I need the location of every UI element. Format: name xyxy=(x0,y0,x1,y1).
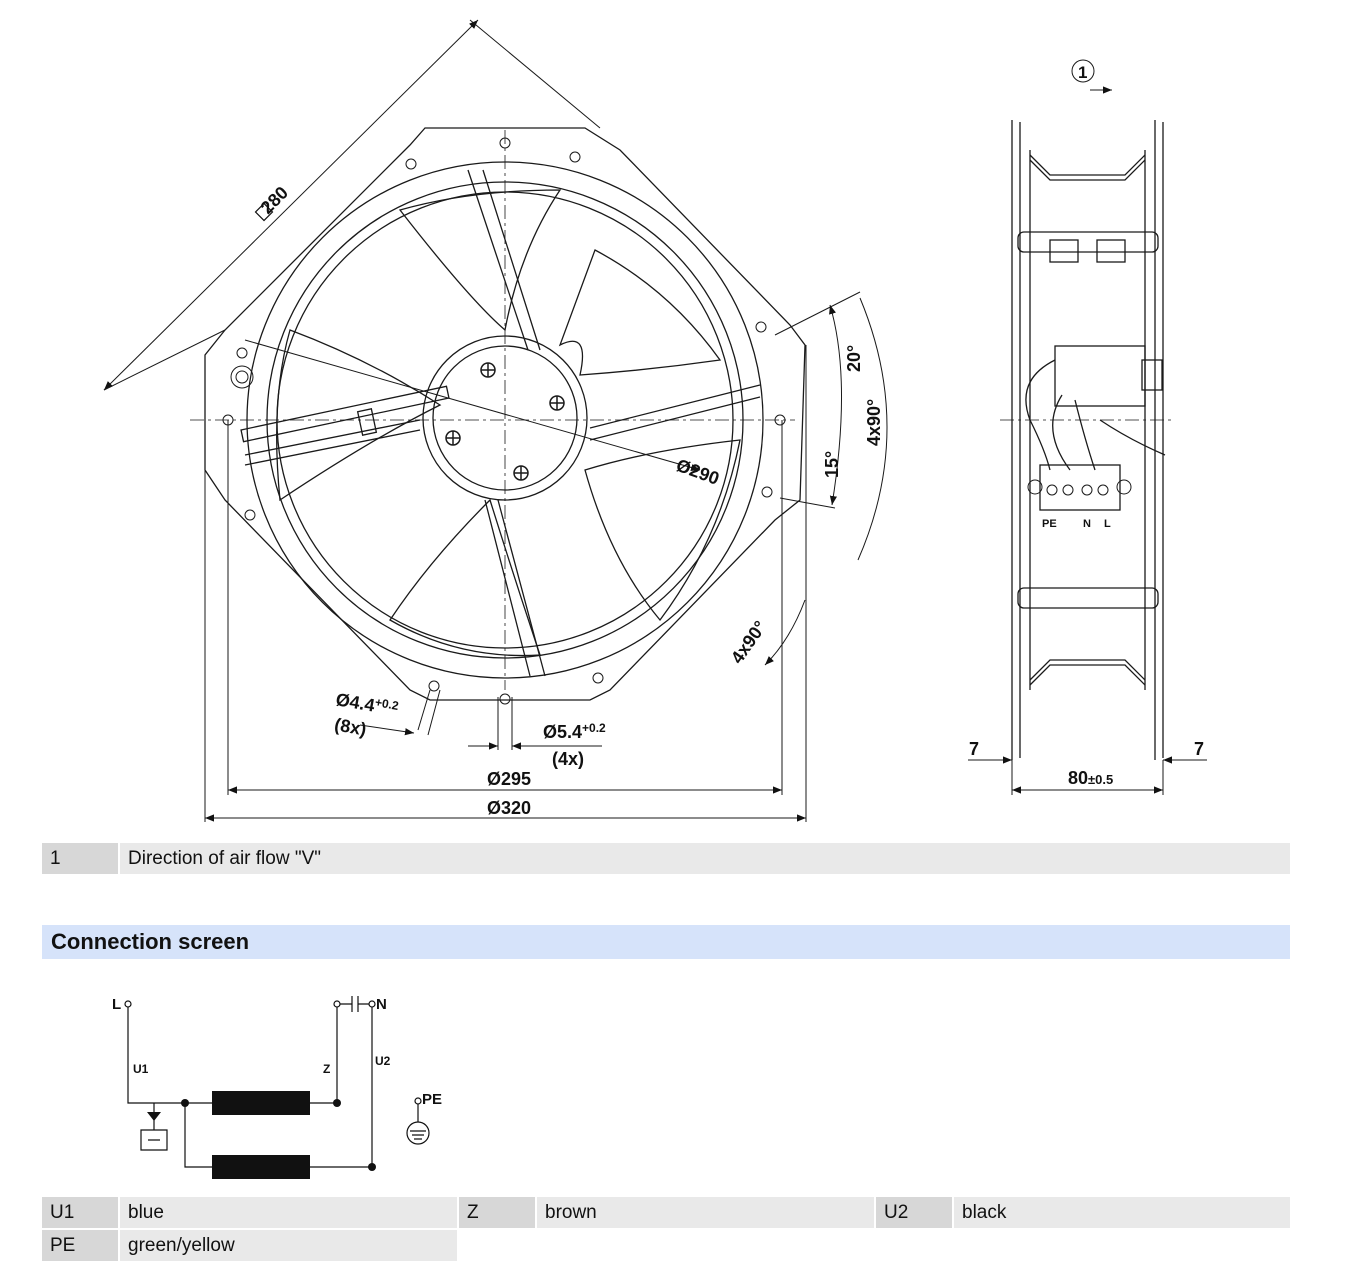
wire-color: blue xyxy=(120,1197,457,1228)
wire-code: PE xyxy=(42,1230,118,1261)
side-view-dimensions xyxy=(968,59,1207,795)
terminal-n-label: N xyxy=(1083,518,1091,530)
wire-color-table: U1 blue Z brown U2 black PE green/yellow xyxy=(42,1197,1290,1261)
section-title: Connection screen xyxy=(51,929,250,954)
section-header: Connection screen xyxy=(42,925,1290,959)
terminal-pe-label: PE xyxy=(1042,518,1057,530)
side-flange-left-label: 7 xyxy=(969,739,979,759)
dim-290-label: Ø290 xyxy=(674,455,722,489)
wire-code: U1 xyxy=(42,1197,118,1228)
wire-code: Z xyxy=(459,1197,535,1228)
side-flange-right-label: 7 xyxy=(1194,739,1204,759)
angle-15-label: 15° xyxy=(822,451,842,478)
dim-295-label: Ø295 xyxy=(487,769,531,789)
legend-text: Direction of air flow "V" xyxy=(120,843,1290,874)
connection-schematic: L N U1 Z U2 PE xyxy=(112,996,442,1179)
schematic-label-U1: U1 xyxy=(133,1062,149,1076)
airflow-marker-label: 1 xyxy=(1078,63,1087,82)
front-view-dimensions xyxy=(103,19,888,822)
fan-front-view xyxy=(190,127,806,705)
angle-4x90-right-label: 4x90° xyxy=(864,399,884,446)
dim-320-label: Ø320 xyxy=(487,798,531,818)
angle-4x90-bottom-label: 4x90° xyxy=(727,617,770,667)
hole-small-count-label: (8x) xyxy=(333,714,368,739)
schematic-label-N: N xyxy=(376,996,387,1013)
schematic-label-L: L xyxy=(112,996,121,1013)
hole-large-count-label: (4x) xyxy=(552,749,584,769)
schematic-label-U2: U2 xyxy=(375,1054,391,1068)
wire-code: U2 xyxy=(876,1197,952,1228)
angle-20-label: 20° xyxy=(844,345,864,372)
wire-color: black xyxy=(954,1197,1290,1228)
hole-large-label: Ø5.4+0.2 xyxy=(543,721,606,742)
side-depth-label: 80±0.5 xyxy=(1068,768,1113,788)
schematic-label-PE: PE xyxy=(422,1091,442,1108)
airflow-marker-circle xyxy=(1071,59,1095,83)
terminal-l-label: L xyxy=(1104,518,1111,530)
wire-color: brown xyxy=(537,1197,874,1228)
legend-key: 1 xyxy=(42,843,118,874)
schematic-label-Z: Z xyxy=(323,1062,330,1076)
dim-square-label: 280 xyxy=(257,182,292,217)
wire-color: green/yellow xyxy=(120,1230,457,1261)
fan-side-view xyxy=(1000,120,1175,760)
legend-row: 1 Direction of air flow "V" xyxy=(42,843,1290,874)
fan-technical-drawing: 280 Ø290 Ø295 Ø320 20° 15° 4x90° 4x90° Ø… xyxy=(103,19,1207,822)
